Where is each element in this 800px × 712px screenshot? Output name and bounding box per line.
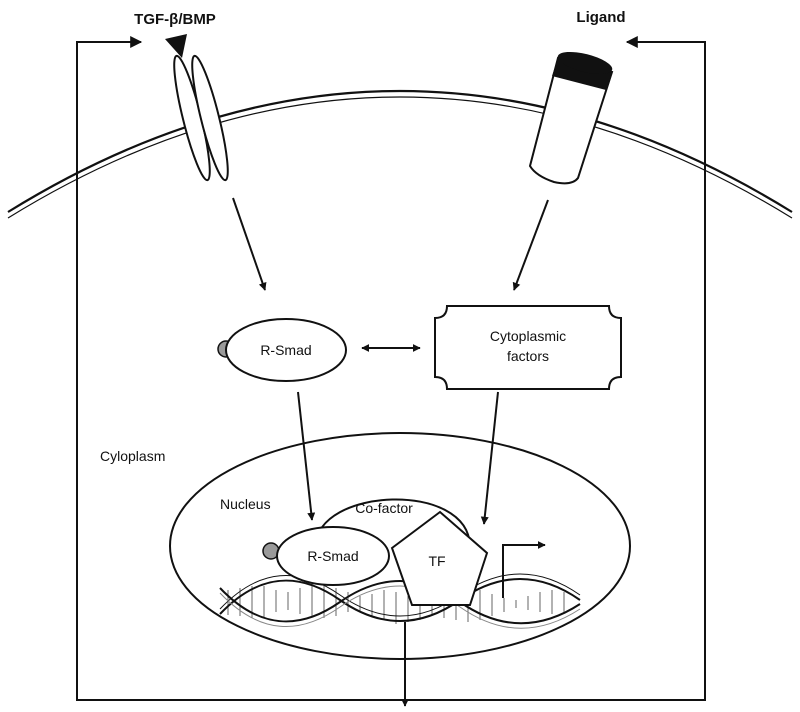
rsmad-cytoplasm-label: R-Smad	[260, 342, 311, 358]
ligand-receptor	[528, 51, 614, 185]
arrow-factors-to-nucleus	[480, 391, 499, 525]
cytoplasm-label: Cyloplasm	[100, 448, 165, 464]
transcription-factor	[390, 510, 489, 606]
tf-label: TF	[428, 553, 445, 569]
ligand-label: Ligand	[576, 9, 625, 26]
arrow-ligand-to-factors	[512, 199, 549, 291]
rsmad-nucleus-label: R-Smad	[307, 548, 358, 564]
co-factor-label: Co-factor	[355, 500, 413, 516]
arrow-rsmad-to-nucleus	[297, 391, 316, 521]
tgf-receptor	[173, 54, 229, 182]
rsmad-cytoplasm	[225, 318, 347, 382]
transcription-start-arrow	[502, 541, 546, 598]
cytoplasmic-factors-label-2: factors	[507, 348, 549, 364]
tgf-ligand-triangle	[165, 34, 187, 58]
nucleus-label: Nucleus	[220, 496, 271, 512]
tgf-bmp-label: TGF-β/BMP	[134, 11, 216, 28]
rsmad-nucleus	[276, 526, 390, 586]
dna-helix	[219, 573, 581, 629]
cytoplasmic-factors-label-1: Cytoplasmic	[490, 328, 566, 344]
cytoplasmic-factors-box	[434, 305, 622, 390]
cell-membrane	[7, 89, 793, 219]
arrow-tgf-to-rsmad	[232, 197, 267, 291]
feedback-loop-frame	[76, 41, 706, 701]
nucleus	[169, 432, 631, 660]
